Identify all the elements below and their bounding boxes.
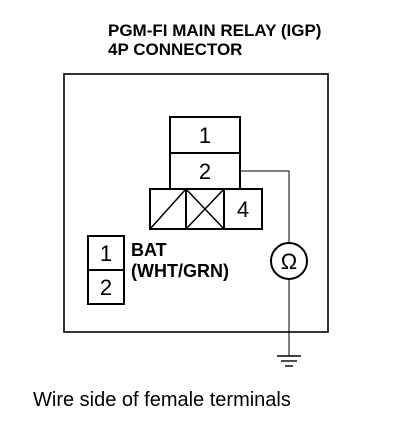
diagram-title-line-1: PGM-FI MAIN RELAY (IGP) bbox=[108, 21, 322, 40]
empty-cavity-mark bbox=[149, 188, 187, 230]
ground-icon bbox=[277, 355, 301, 367]
connector-pin-4-label: 4 bbox=[237, 197, 249, 222]
diagram-frame bbox=[63, 73, 329, 333]
bat-connector: 1 2 BAT (WHT/GRN) bbox=[87, 235, 229, 305]
bat-pin-1-label: 1 bbox=[100, 241, 112, 266]
diagram-caption: Wire side of female terminals bbox=[33, 389, 291, 411]
bat-wire-label: BAT bbox=[131, 240, 167, 260]
ohm-symbol: Ω bbox=[281, 249, 297, 274]
connector-tab bbox=[169, 116, 241, 154]
bat-pin-1-cell bbox=[87, 235, 125, 271]
diagram-title-line-2: 4P CONNECTOR bbox=[108, 40, 243, 59]
bat-pin-2-cell bbox=[87, 269, 125, 305]
connector-pin-1-label: 1 bbox=[199, 123, 211, 148]
test-lead bbox=[240, 170, 290, 243]
bat-pin-2-label: 2 bbox=[100, 275, 112, 300]
empty-cavity-mark bbox=[185, 188, 225, 230]
bat-wire-color-label: (WHT/GRN) bbox=[131, 261, 229, 281]
relay-4p-connector: 1 2 4 bbox=[149, 116, 263, 230]
connector-pin-2-label: 2 bbox=[199, 159, 211, 184]
